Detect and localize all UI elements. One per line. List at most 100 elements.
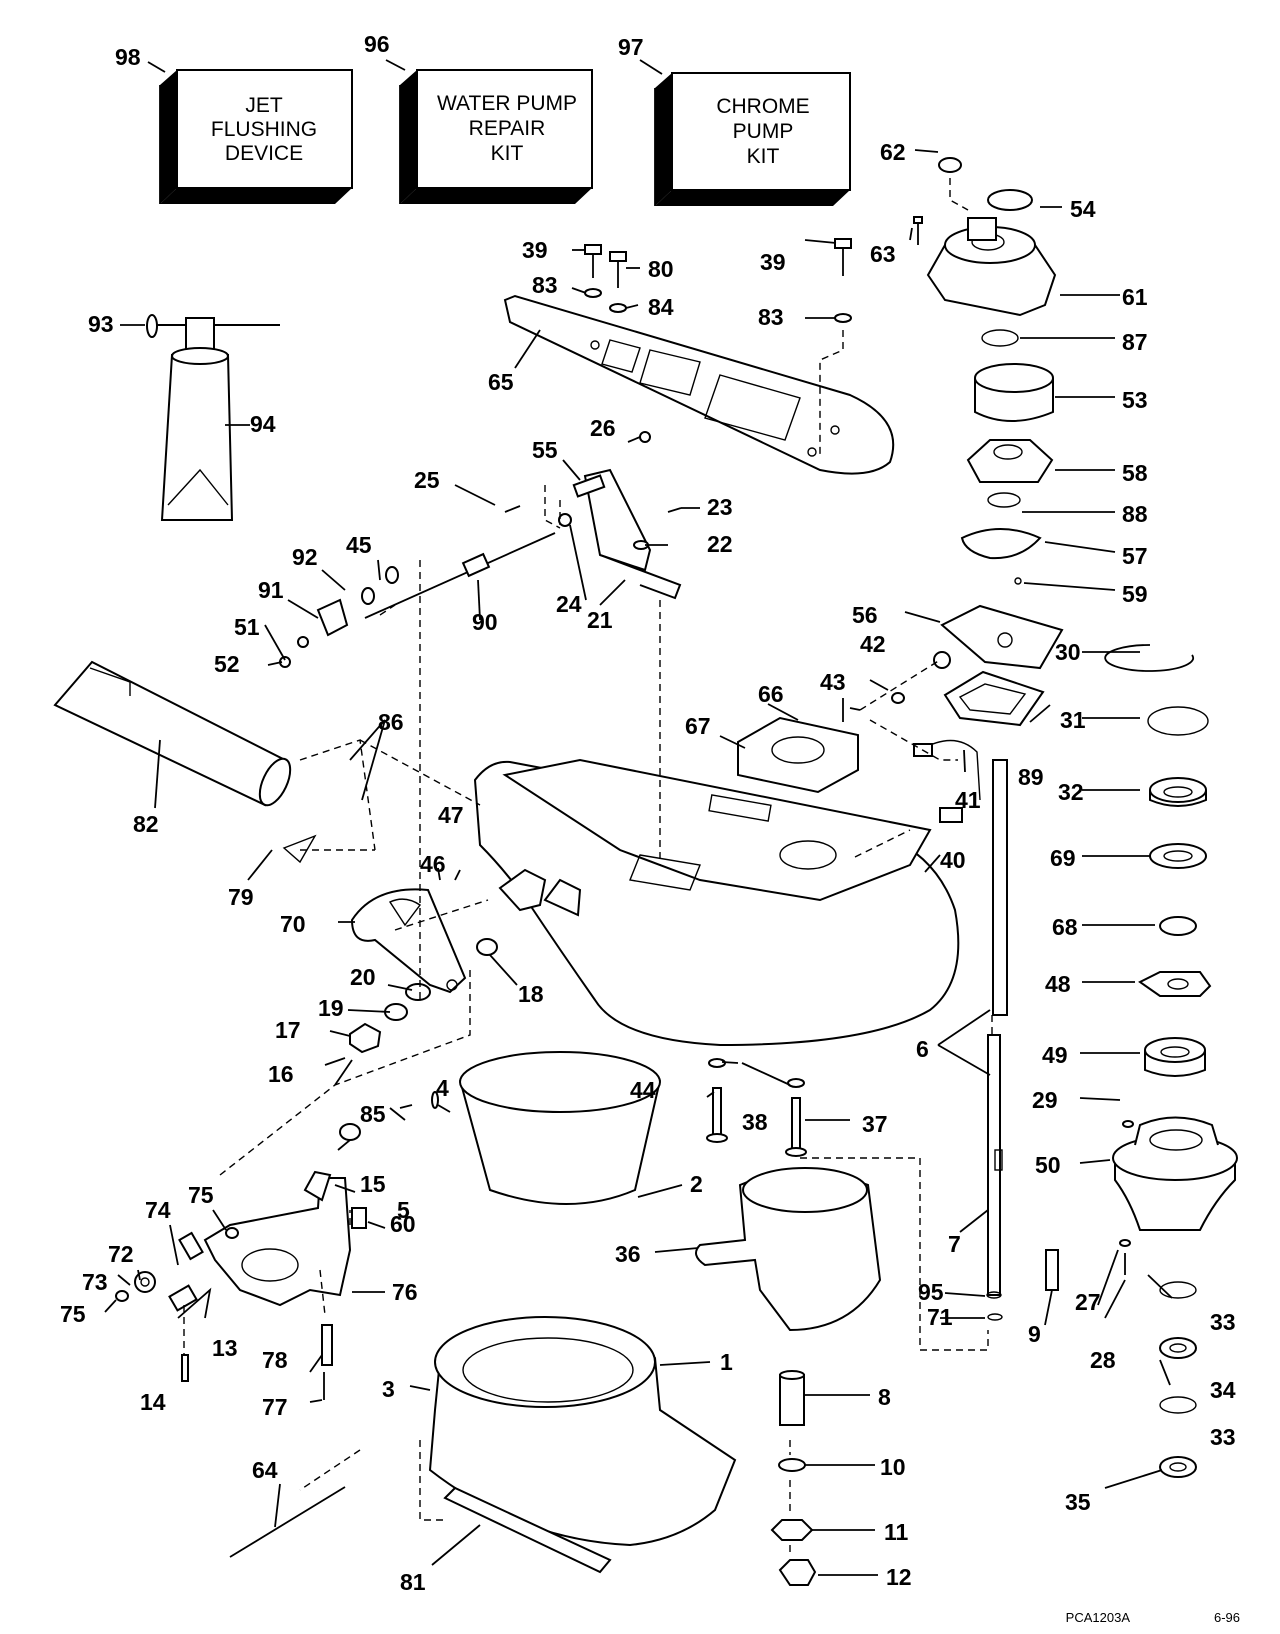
label-31: 31: [1060, 707, 1086, 733]
label-48: 48: [1045, 971, 1071, 997]
leader-lines: [104, 59, 1173, 1576]
label-84: 84: [648, 294, 674, 320]
label-90: 90: [472, 609, 498, 635]
shift-bracket: [324, 888, 498, 1066]
label-9: 9: [1028, 1321, 1041, 1347]
kit-box-chrome-pump-kit: CHROME PUMP KIT: [654, 72, 851, 206]
label-17: 17: [275, 1017, 301, 1043]
label-75: 75: [60, 1301, 86, 1327]
label-12: 12: [886, 1564, 912, 1590]
label-30: 30: [1055, 639, 1081, 665]
label-75: 75: [188, 1182, 214, 1208]
label-91: 91: [258, 577, 284, 603]
kit-line-3: KIT: [747, 145, 780, 168]
label-44: 44: [630, 1077, 656, 1103]
label-76: 76: [392, 1279, 418, 1305]
drive-shaft: [986, 759, 1008, 1321]
label-26: 26: [590, 415, 616, 441]
label-50: 50: [1035, 1152, 1061, 1178]
label-96: 96: [364, 31, 390, 57]
label-45: 45: [346, 532, 372, 558]
label-42: 42: [860, 631, 886, 657]
label-61: 61: [1122, 284, 1148, 310]
label-95: 95: [918, 1279, 944, 1305]
lower-seals: [1119, 1239, 1197, 1478]
kit-line-1: CHROME: [716, 95, 809, 118]
wear-ring: [459, 1051, 661, 1205]
kit-line-1: WATER PUMP: [437, 92, 577, 115]
wear-plate-and-gasket: [891, 604, 1064, 727]
label-97: 97: [618, 34, 644, 60]
grease-tube: [146, 314, 280, 521]
pump-housing-body: [473, 758, 960, 1047]
label-89: 89: [1018, 764, 1044, 790]
label-4: 4: [436, 1075, 449, 1101]
label-46: 46: [420, 851, 446, 877]
label-40: 40: [940, 847, 966, 873]
label-77: 77: [262, 1394, 288, 1420]
label-6: 6: [916, 1036, 929, 1062]
impeller-stack: [960, 329, 1054, 585]
label-56: 56: [852, 602, 878, 628]
label-23: 23: [707, 494, 733, 520]
label-65: 65: [488, 369, 514, 395]
label-25: 25: [414, 467, 440, 493]
label-27: 27: [1075, 1289, 1101, 1315]
label-74: 74: [145, 1197, 171, 1223]
kit-line-2: PUMP: [733, 120, 794, 143]
kit-line-3: DEVICE: [225, 142, 303, 165]
label-49: 49: [1042, 1042, 1068, 1068]
cover-bolts: [584, 238, 852, 323]
bearing-housing: [1112, 1116, 1238, 1231]
label-73: 73: [82, 1269, 108, 1295]
label-71: 71: [927, 1304, 953, 1330]
label-29: 29: [1032, 1087, 1058, 1113]
label-35: 35: [1065, 1489, 1091, 1515]
label-18: 18: [518, 981, 544, 1007]
part-number-labels: 98 96 97 1 2 3 4 5 6 7 8 9 10 11 12 13 1…: [60, 31, 1236, 1595]
label-39: 39: [760, 249, 786, 275]
label-59: 59: [1122, 581, 1148, 607]
label-72: 72: [108, 1241, 134, 1267]
label-64: 64: [252, 1457, 278, 1483]
label-21: 21: [587, 607, 613, 633]
label-82: 82: [133, 811, 159, 837]
label-60: 60: [390, 1211, 416, 1237]
support-bar: [443, 1486, 612, 1574]
label-51: 51: [234, 614, 260, 640]
label-69: 69: [1050, 845, 1076, 871]
diagram-code: PCA1203A: [1066, 1610, 1131, 1625]
label-87: 87: [1122, 329, 1148, 355]
label-70: 70: [280, 911, 306, 937]
label-34: 34: [1210, 1377, 1236, 1403]
label-98: 98: [115, 44, 141, 70]
steering-lever-housing: [115, 1091, 439, 1400]
label-62: 62: [880, 139, 906, 165]
label-14: 14: [140, 1389, 166, 1415]
label-33: 33: [1210, 1309, 1236, 1335]
label-19: 19: [318, 995, 344, 1021]
intake-tube: [53, 660, 317, 864]
label-79: 79: [228, 884, 254, 910]
kit-line-2: REPAIR: [469, 117, 546, 140]
label-37: 37: [862, 1111, 888, 1137]
housing-bolts: [706, 1058, 807, 1157]
label-57: 57: [1122, 543, 1148, 569]
label-68: 68: [1052, 914, 1078, 940]
label-92: 92: [292, 544, 318, 570]
label-41: 41: [955, 787, 981, 813]
label-93: 93: [88, 311, 114, 337]
label-15: 15: [360, 1171, 386, 1197]
label-2: 2: [690, 1171, 703, 1197]
label-38: 38: [742, 1109, 768, 1135]
label-58: 58: [1122, 460, 1148, 486]
label-43: 43: [820, 669, 846, 695]
label-86: 86: [378, 709, 404, 735]
label-52: 52: [214, 651, 240, 677]
label-28: 28: [1090, 1347, 1116, 1373]
label-7: 7: [948, 1231, 961, 1257]
intake-housing: [428, 1316, 737, 1547]
shaft-key: [1045, 1249, 1059, 1291]
kit-line-2: FLUSHING: [211, 118, 317, 141]
seal-ring-stack: [1104, 644, 1212, 1077]
